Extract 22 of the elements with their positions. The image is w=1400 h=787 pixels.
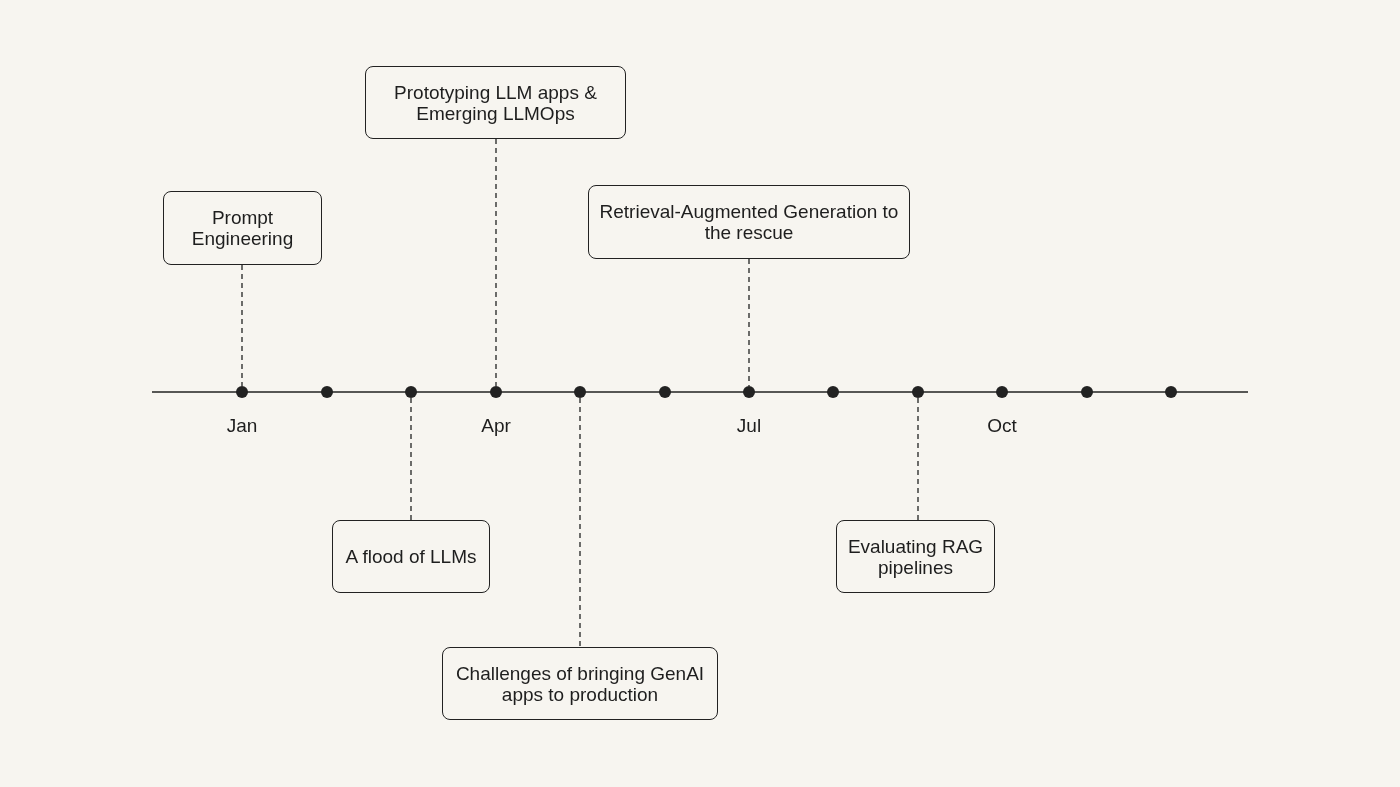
event-text: Challenges of bringing GenAI apps to production bbox=[454, 662, 706, 705]
dashed-connector bbox=[917, 397, 919, 521]
event-text: Prompt Engineering bbox=[190, 207, 295, 249]
event-box bbox=[442, 647, 718, 720]
event-text: Retrieval-Augmented Generation to the rescue bbox=[598, 201, 900, 243]
event-box bbox=[836, 520, 995, 593]
dashed-connector bbox=[495, 138, 497, 387]
event-text: Prototyping LLM apps & Emerging LLMOps bbox=[393, 81, 598, 124]
event-box bbox=[163, 191, 322, 265]
event-box bbox=[332, 520, 490, 593]
dashed-connector bbox=[410, 397, 412, 521]
event-text: Evaluating RAG pipelines bbox=[846, 535, 985, 578]
dashed-connector bbox=[579, 397, 581, 648]
month-label: Jul bbox=[735, 415, 763, 437]
month-label: Oct bbox=[986, 415, 1018, 437]
event-box bbox=[365, 66, 626, 139]
event-box bbox=[588, 185, 910, 259]
dashed-connector bbox=[748, 258, 750, 387]
month-label: Jan bbox=[225, 415, 259, 437]
month-label: Apr bbox=[480, 415, 512, 437]
dashed-connector bbox=[241, 264, 243, 387]
event-text: A flood of LLMs bbox=[345, 546, 477, 567]
